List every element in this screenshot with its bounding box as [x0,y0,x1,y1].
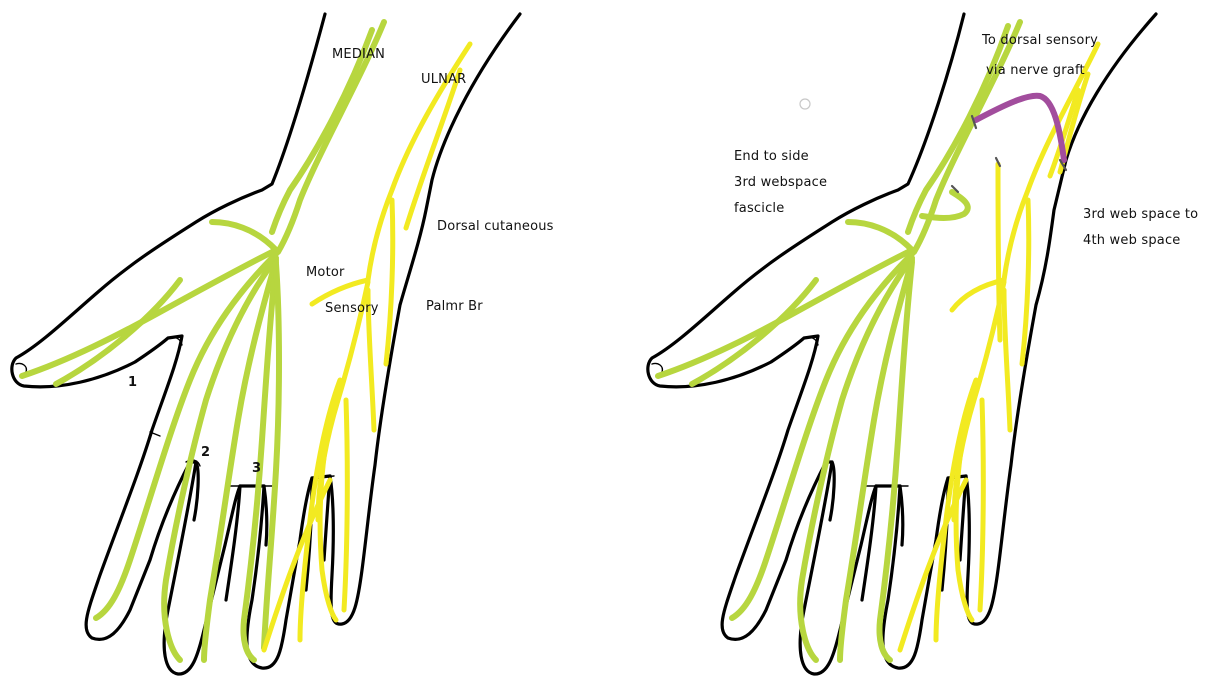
label-ulnar: ULNAR [421,72,466,87]
median-trunk-2 [908,26,1008,232]
label-graft-line2: via nerve graft [986,63,1085,78]
label-end-to-side-line2: 3rd webspace [734,175,827,190]
left-ulnar-nerve [264,44,470,650]
webspace-number-2: 2 [201,445,210,460]
webspace-number-3: 3 [252,461,261,476]
ulnar-motor [952,280,1004,310]
label-sensory: Sensory [325,301,379,316]
left-hand-diagram: MEDIAN ULNAR Dorsal cutaneous Motor Sens… [12,14,554,674]
label-transfer-line2: 4th web space [1083,233,1181,248]
webspace-number-1: 1 [128,375,137,390]
marker-circle [800,99,810,109]
left-median-nerve [22,22,384,660]
median-motor-thenar [212,222,276,250]
label-median: MEDIAN [332,47,385,62]
label-end-to-side-line3: fascicle [734,201,784,216]
label-dorsal-cutaneous: Dorsal cutaneous [437,219,554,234]
ulnar-palmar-branch [1022,200,1029,364]
label-end-to-side-line1: End to side [734,149,809,164]
ulnar-sensory-2 [1004,290,1010,430]
ulnar-small-finger-2 [980,400,983,610]
label-graft-line1: To dorsal sensory [981,33,1098,48]
median-motor-thenar [848,222,912,250]
ulnar-small-finger-2 [344,400,347,610]
right-median-nerve [658,22,1020,660]
ulnar-dorsal-cutaneous [406,70,460,228]
median-3rd-webspace-fascicle [922,192,968,218]
label-motor: Motor [306,265,345,280]
right-hand-diagram: To dorsal sensory via nerve graft End to… [648,14,1198,674]
ulnar-palmar-branch [386,200,393,364]
label-palmar-branch: Palmr Br [426,299,483,314]
graft-segment [976,96,1064,160]
label-transfer-line1: 3rd web space to [1083,207,1198,222]
